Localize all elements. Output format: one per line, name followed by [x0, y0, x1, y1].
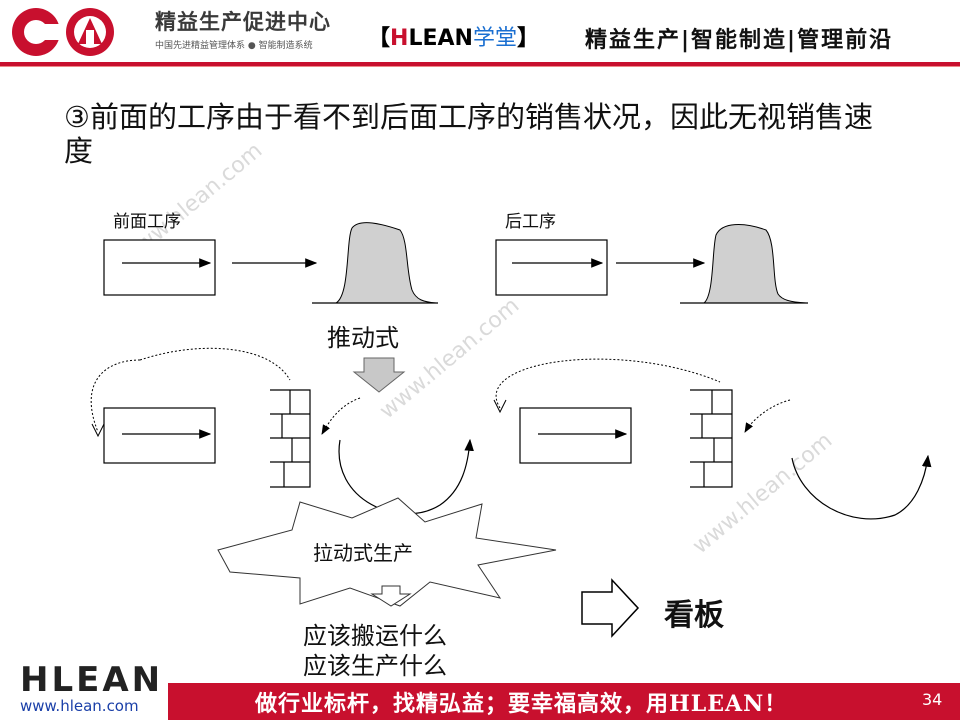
brand-h: H	[390, 26, 409, 51]
center-logo-icon	[12, 8, 114, 56]
brand-lean: LEAN	[408, 26, 473, 51]
pull-production-burst	[217, 497, 557, 607]
dotted-return-arrow	[495, 358, 721, 409]
label-back-process: 后工序	[505, 212, 556, 232]
footer-url: www.hlean.com	[20, 697, 139, 715]
footer-slogan: 做行业标杆，找精弘益；要幸福高效，用HLEAN！	[255, 691, 788, 717]
supermarket-shelf-left	[270, 389, 311, 488]
label-what-to-transport: 应该搬运什么	[303, 622, 447, 650]
center-title: 精益生产促进中心	[155, 10, 331, 34]
header-tagline: 精益生产|智能制造|管理前沿	[585, 28, 894, 53]
process-box-left	[103, 407, 216, 464]
header-divider	[0, 62, 960, 66]
brand-xuetang: 学堂	[472, 26, 517, 51]
back-process-box	[495, 239, 608, 296]
process-box-right	[519, 407, 632, 464]
center-subtitle: 中国先进精益管理体系 ● 智能制造系统	[155, 41, 313, 51]
inventory-pile-1	[312, 222, 438, 304]
down-block-arrow-small	[370, 585, 412, 607]
label-pull-production: 拉动式生产	[313, 541, 413, 565]
down-block-arrow	[352, 357, 406, 393]
header-divider-thin	[0, 66, 960, 67]
front-process-box	[103, 239, 216, 296]
label-kanban: 看板	[664, 598, 724, 633]
pull-loop-arrow	[338, 438, 474, 515]
dotted-withdrawal-arrow	[321, 397, 361, 435]
inventory-pile-2	[680, 224, 808, 304]
dotted-withdrawal-arrow	[744, 399, 791, 433]
label-push: 推动式	[327, 324, 399, 352]
label-front-process: 前面工序	[113, 212, 181, 232]
footer-hlean-logo: HLEAN	[20, 660, 164, 700]
right-block-arrow	[581, 578, 640, 638]
brand-open-bracket: 【	[368, 26, 391, 51]
footer-bar	[168, 683, 960, 720]
page-number: 34	[922, 690, 943, 709]
label-what-to-produce: 应该生产什么	[303, 652, 447, 680]
slide-title: ③前面的工序由于看不到后面工序的销售状况，因此无视销售速度	[64, 100, 873, 168]
brand-close-bracket: 】	[516, 26, 539, 51]
hlean-xuetang-brand: 【HLEAN学堂】	[368, 20, 539, 52]
supermarket-shelf-right	[690, 389, 733, 488]
pull-loop-arrow	[791, 454, 932, 520]
